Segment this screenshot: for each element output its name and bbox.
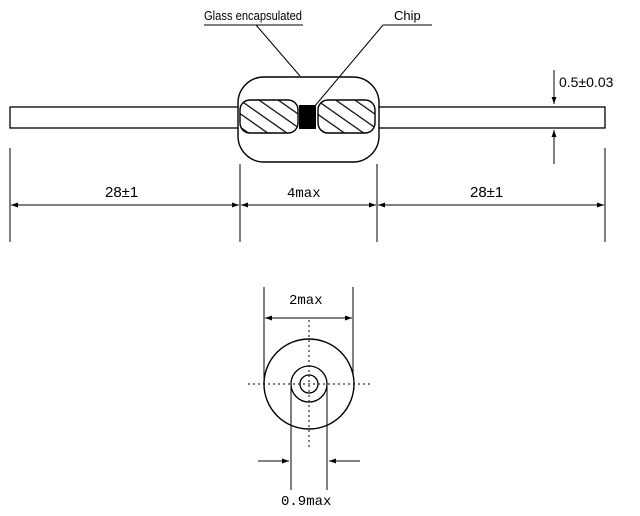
lead-diameter-label: 0.5±0.03 <box>559 74 614 90</box>
chip <box>299 105 316 129</box>
chip-label: Chip <box>394 8 421 23</box>
lead-hole-label: 0.9max <box>281 494 331 510</box>
left-lead-wire <box>9 106 243 129</box>
body-diameter-label: 2max <box>289 293 323 309</box>
right-electrode <box>317 99 376 134</box>
chip-leader-line <box>313 24 384 108</box>
left-electrode <box>239 99 299 134</box>
right-lead-length-label: 28±1 <box>470 184 503 201</box>
right-lead-wire <box>372 106 606 129</box>
glass-leader-line <box>255 24 301 77</box>
side-view: Glass encapsulated Chip 0.5±0.03 28±1 4m… <box>9 8 614 242</box>
lead-inner-circle <box>299 374 319 394</box>
left-lead-length-label: 28±1 <box>105 184 138 201</box>
body-length-label: 4max <box>287 186 321 202</box>
end-view: 2max 0.9max <box>248 287 370 510</box>
glass-encapsulated-label: Glass encapsulated <box>204 8 302 23</box>
